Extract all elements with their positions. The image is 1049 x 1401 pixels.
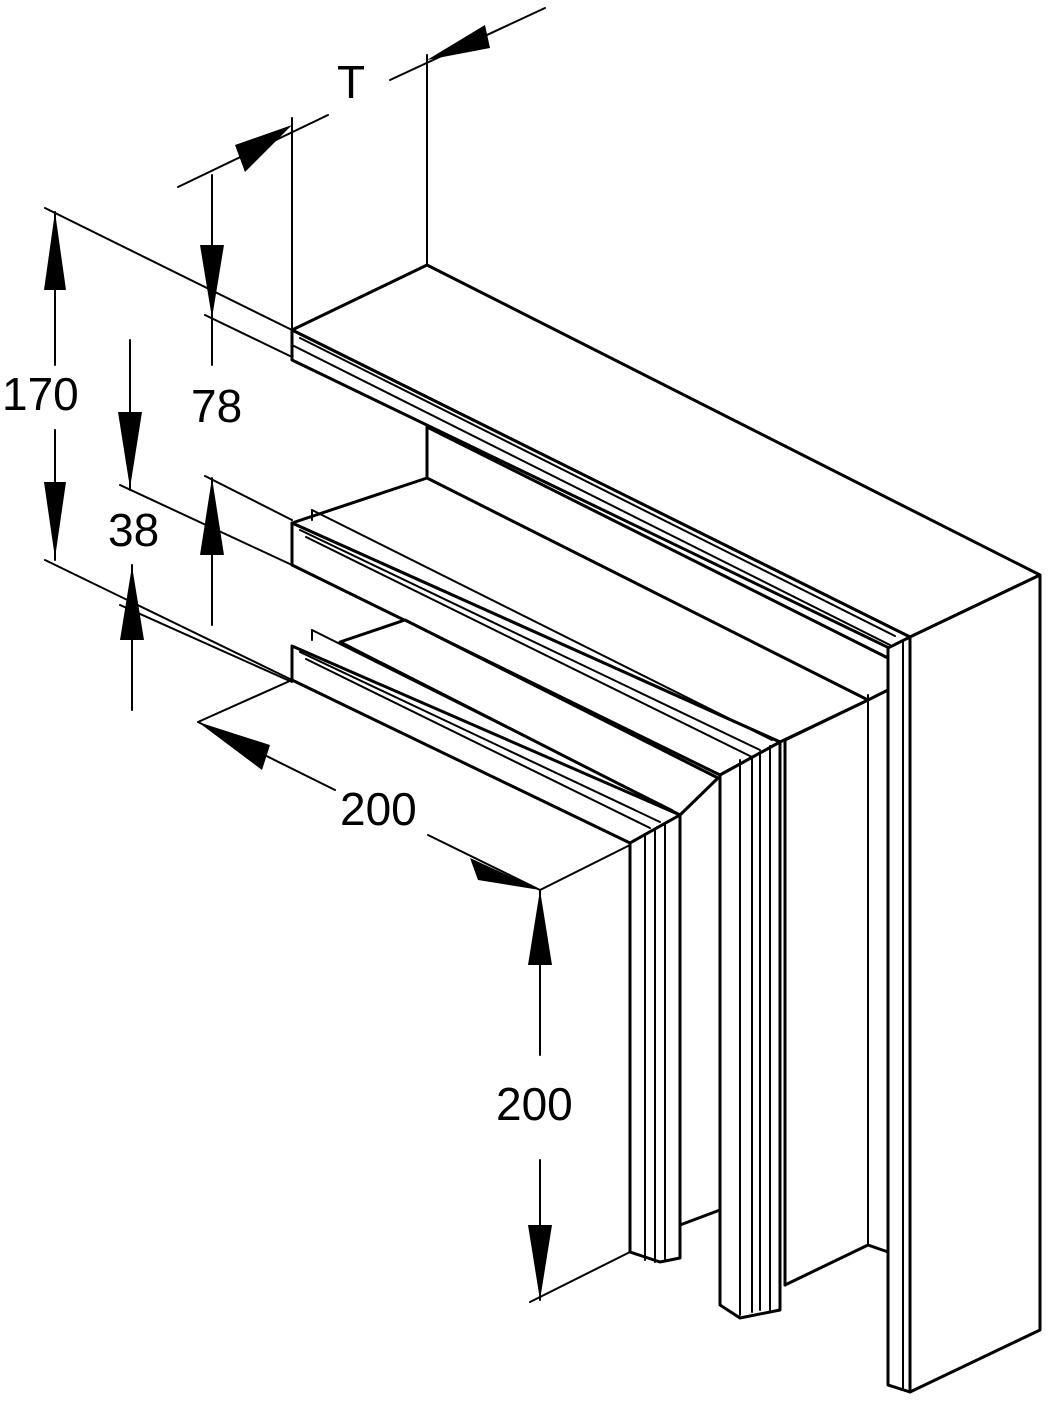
arrow-200h-right	[470, 858, 540, 890]
dim-label-200-horizontal: 200	[340, 783, 417, 835]
front-tray	[290, 618, 722, 1264]
arrow-200h-left	[198, 722, 270, 770]
arrow-38-bottom	[120, 566, 144, 640]
middle-tray	[290, 476, 870, 1320]
arrow-170-bottom	[44, 482, 66, 558]
arrow-200v-top	[528, 890, 552, 965]
arrow-200v-bottom	[528, 1225, 552, 1300]
top-plate	[290, 263, 1042, 660]
arrow-78-top	[200, 245, 224, 318]
dim-label-38: 38	[108, 504, 159, 556]
arrow-170-top	[44, 212, 66, 290]
dim-label-170: 170	[2, 368, 79, 420]
dim-label-200-vertical: 200	[496, 1078, 573, 1130]
arrow-t-right	[427, 25, 490, 60]
dim-label-t: T	[337, 56, 365, 108]
dim-label-78: 78	[191, 380, 242, 432]
arrow-38-top	[118, 412, 142, 488]
arrow-78-bottom	[200, 478, 224, 555]
right-wall	[866, 573, 1042, 1394]
dimension-arrows	[44, 25, 552, 1300]
arrow-t-left	[235, 125, 292, 172]
